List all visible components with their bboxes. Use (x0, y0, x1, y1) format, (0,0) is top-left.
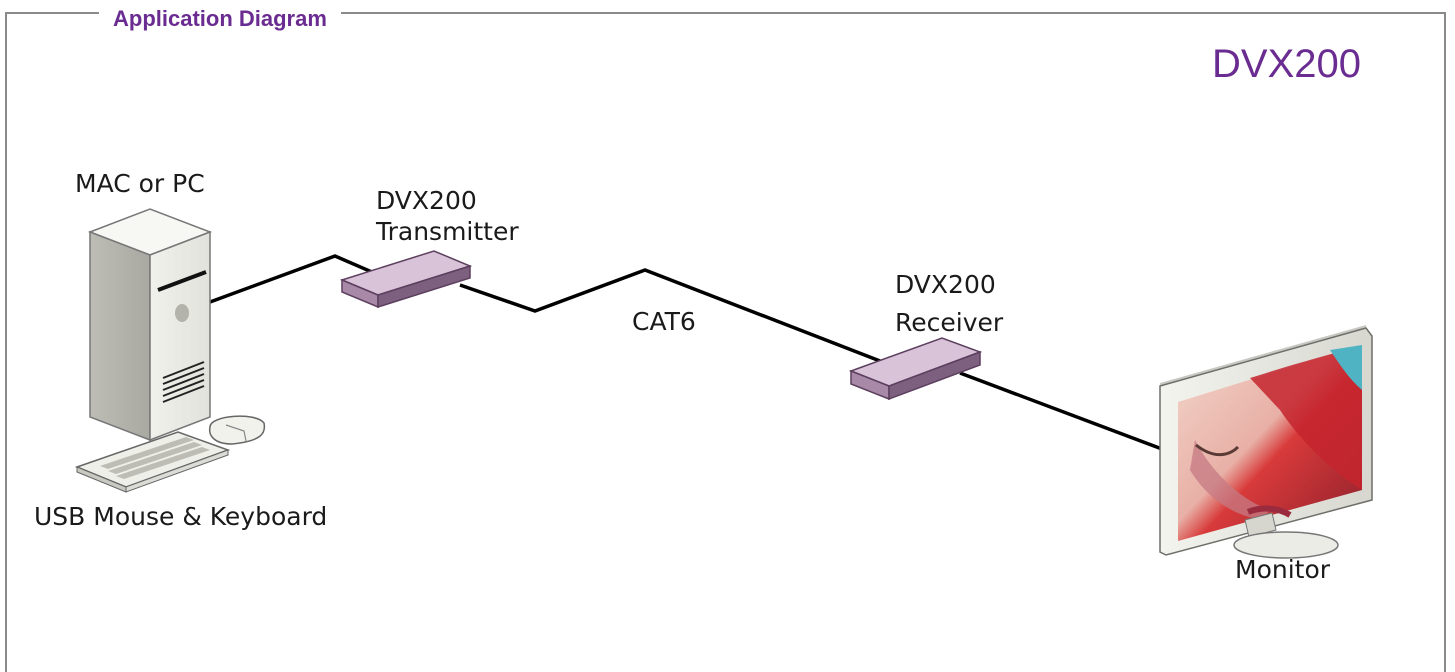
computer-tower-icon (87, 208, 213, 442)
cable-cat6 (459, 268, 881, 363)
label-transmitter-model: DVX200 (376, 186, 477, 215)
label-cable: CAT6 (632, 307, 696, 336)
cable-receiver-to-monitor (959, 371, 1171, 454)
label-computer: MAC or PC (75, 169, 205, 198)
label-transmitter-role: Transmitter (376, 217, 519, 246)
label-receiver-role: Receiver (895, 308, 1004, 337)
label-peripherals: USB Mouse & Keyboard (34, 502, 328, 531)
keyboard-icon (74, 431, 231, 493)
receiver-device-icon (848, 337, 983, 401)
diagram-canvas (74, 208, 1373, 559)
diagram-frame: Application Diagram (5, 8, 1446, 672)
frame-title: Application Diagram (99, 8, 341, 30)
label-monitor: Monitor (1235, 555, 1331, 584)
product-name: DVX200 (1212, 42, 1361, 86)
label-receiver-model: DVX200 (895, 270, 996, 299)
mouse-icon (208, 415, 266, 445)
monitor-icon (1159, 325, 1373, 559)
transmitter-device-icon (339, 250, 473, 309)
